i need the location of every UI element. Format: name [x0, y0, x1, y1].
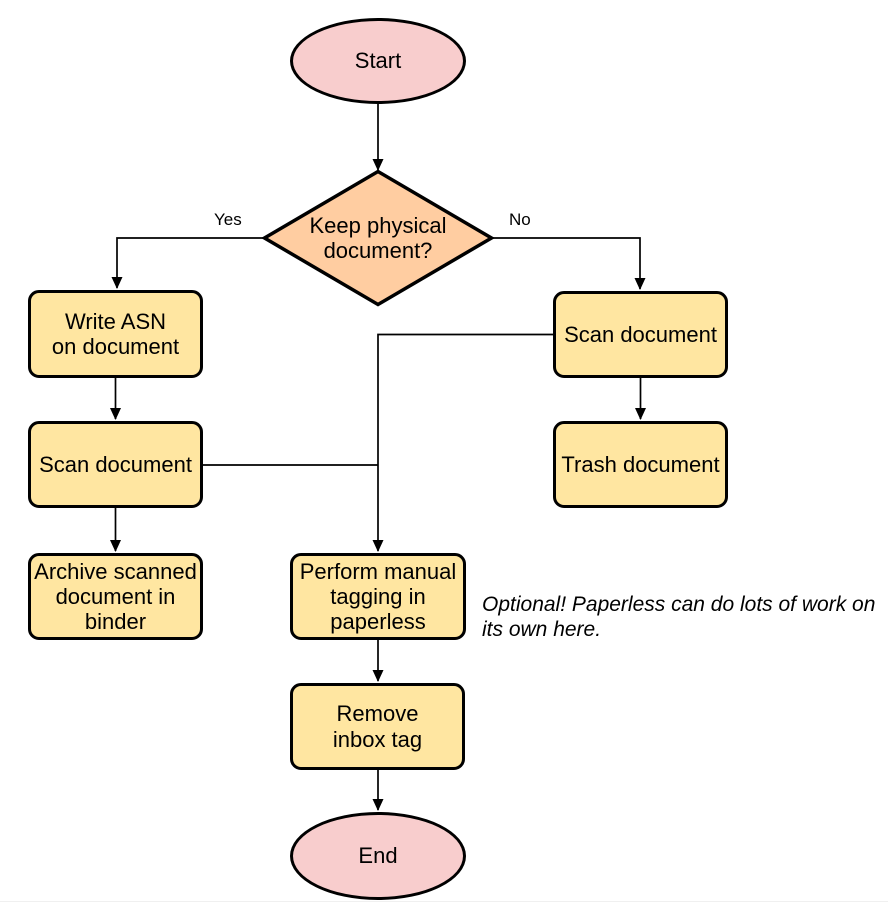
node-start-label: Start: [354, 48, 402, 74]
node-decision-keep-physical: Keep physical document?: [283, 196, 473, 280]
edge-decision-yes-to-write-asn: [111, 237, 266, 289]
node-scan-document-left-label: Scan document: [39, 451, 192, 477]
node-tagging-label: Perform manual tagging in paperless: [299, 558, 457, 635]
node-archive-label: Archive scanned document in binder: [34, 558, 197, 635]
node-remove-inbox-label: Remove inbox tag: [332, 701, 423, 752]
node-write-asn-on-document: Write ASN on document: [28, 290, 203, 378]
node-archive-scanned-document: Archive scanned document in binder: [28, 553, 203, 640]
optional-note: Optional! Paperless can do lots of work …: [482, 593, 876, 642]
node-end-label: End: [358, 843, 398, 869]
node-end: End: [290, 812, 466, 900]
node-scan-document-right: Scan document: [553, 291, 728, 378]
node-trash-document: Trash document: [553, 421, 728, 508]
decision-diamond-shape: [261, 169, 495, 307]
node-remove-inbox-tag: Remove inbox tag: [290, 683, 465, 770]
edge-label-no: No: [507, 210, 533, 231]
node-write-asn-label: Write ASN on document: [51, 308, 180, 359]
edge-scan-right-to-tagging: [372, 333, 553, 552]
node-scan-document-right-label: Scan document: [564, 321, 717, 347]
node-start: Start: [290, 18, 466, 104]
edge-decision-no-to-scan-right: [491, 237, 646, 290]
node-scan-document-left: Scan document: [28, 421, 203, 508]
node-perform-manual-tagging: Perform manual tagging in paperless: [290, 553, 466, 640]
bottom-hairline: [0, 901, 888, 902]
node-trash-document-label: Trash document: [561, 451, 720, 477]
node-decision-label: Keep physical document?: [309, 212, 447, 263]
edge-label-yes: Yes: [212, 210, 244, 231]
